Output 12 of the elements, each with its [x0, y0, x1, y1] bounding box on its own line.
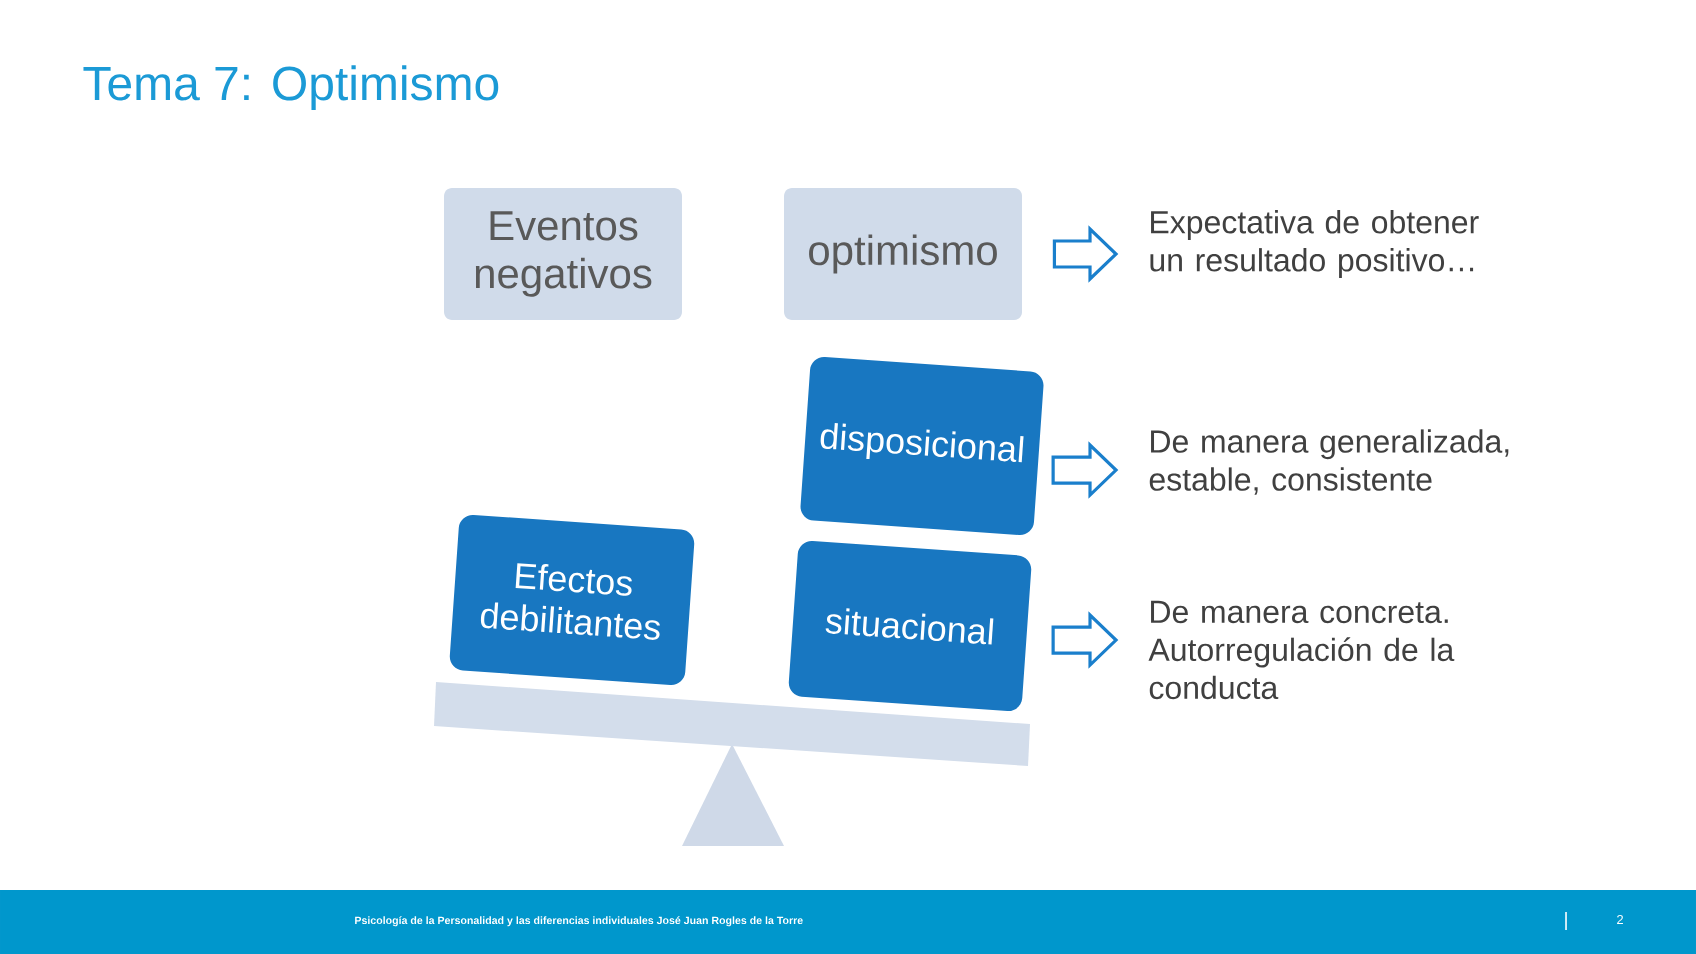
description-text: De manera generalizada, estable, consistente — [1149, 429, 1509, 495]
description-text: De manera concreta. Autorregulación de la conducta — [1148, 600, 1455, 700]
title: Tema 7: Optimismo — [83, 65, 499, 110]
rounded-box: situacional — [788, 541, 1032, 711]
block-arrow — [1052, 225, 1119, 283]
concept-box: Eventos negativos — [444, 188, 682, 320]
block-arrow — [1051, 441, 1119, 499]
description-text: Expectativa de obtener un resultado positivo… — [1150, 210, 1479, 278]
rounded-box: Efectos debilitantes — [449, 514, 695, 686]
rounded-box: disposicional — [800, 357, 1044, 535]
block-arrow — [1051, 611, 1119, 669]
concept-box: optimismo — [784, 188, 1022, 320]
